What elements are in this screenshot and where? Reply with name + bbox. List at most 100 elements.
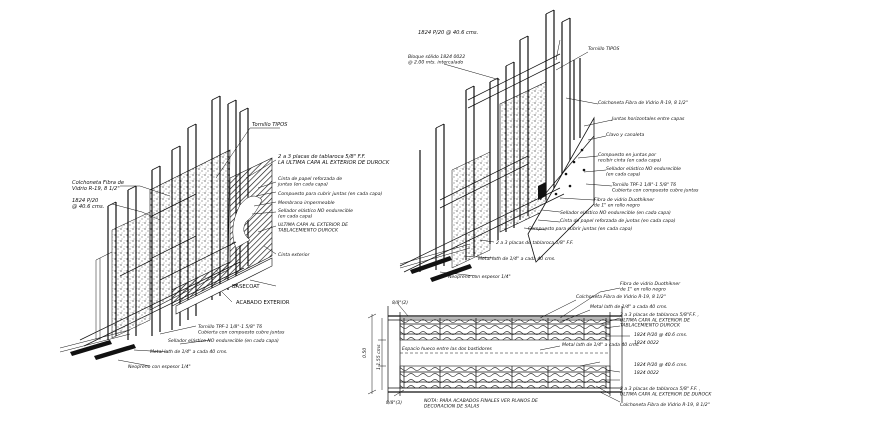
plan-bottom-insulation — [399, 365, 611, 389]
label-line: TABLACEMIENTO DUROCK — [278, 227, 339, 233]
right-labels: 1824 P/20 @ 40.6 cms. Bloque sólido 1824… — [408, 30, 699, 280]
label-r-sellador3: Sellador elástico NO endurecible (en cad… — [560, 209, 671, 216]
label-line: 2 a 3 placas de tablaroca 5/8"F.F. , — [620, 312, 699, 318]
right-screws — [554, 148, 586, 196]
label-p-colchoneta: Colchoneta Fibra de Vidrio R-19, 8 1/2" — [576, 294, 666, 300]
right-insulation — [499, 81, 547, 233]
label-p-dim-total: 0.50 — [362, 348, 368, 358]
label-r-compuesto2: Compuesto para cubrir juntas (en cada ca… — [528, 226, 633, 232]
label-line: (en cada capa) — [278, 213, 313, 219]
plan-top-insulation — [399, 317, 611, 341]
label-line: Tornillo TPF-1 1/8"-1 5/8" T6 — [612, 182, 676, 188]
label-line: Vidrio R-19, 8 1/2" — [72, 186, 120, 192]
label-r-sellador: Sellador elástico NO endurecible(en cada… — [606, 165, 681, 177]
label-line: Fibra de vidrio Duothikner — [620, 281, 681, 287]
plan-leaders — [393, 287, 630, 403]
label-p-placas: 2 a 3 placas de tablaroca 5/8"F.F. ,ULTI… — [620, 312, 699, 329]
left-wall-detail — [59, 95, 273, 360]
label-line: Tornillo TPF-1 1/8"-1 5/8" T6 — [198, 324, 262, 330]
label-line: ULTIMA CAPA AL EXTERIOR DE DUROCK — [620, 391, 712, 397]
label-r-tornillo: Tornillo TIPOS — [588, 46, 619, 52]
label-p-colchoneta2: Colchoneta Fibra de Vidrio R-19, 8 1/2" — [620, 402, 710, 408]
label-line: Cubierta con compuesto cubre juntas — [612, 187, 699, 193]
label-line: DECORACION DE SALAS — [424, 403, 479, 409]
label-r-metal: Metal lath de 1/4" a cada 40 cms. — [478, 256, 556, 262]
left-exterior-board — [171, 157, 273, 307]
label-line: 2 a 3 placas de tablaroca 5/8" F.F. — [278, 154, 366, 160]
label-line: @ 2.00 mts. intercalado — [408, 59, 463, 65]
label-p-perfil3: 1824 P/20 @ 40.6 cms. — [634, 362, 687, 368]
label-p-metal2: Metal lath de 1/4" a cada 40 cms. — [562, 342, 640, 348]
right-exterior-board — [527, 116, 595, 263]
left-leaders — [111, 127, 280, 367]
label-line: @ 40.6 cms. — [72, 204, 104, 210]
plan-section — [367, 306, 623, 402]
label-line: de 1" en rollo negro — [594, 202, 640, 208]
label-placas: 2 a 3 placas de tablaroca 5/8" F.F.LA UL… — [278, 154, 390, 166]
label-line: ULTIMA CAPA AL EXTERIOR DE — [278, 222, 348, 228]
label-acabado: ACABADO EXTERIOR — [236, 300, 290, 306]
label-r-bloque: Bloque sólido 1824 0022@ 2.00 mts. inter… — [408, 53, 465, 65]
label-line: (en cada capa) — [606, 171, 641, 177]
label-neopreno: Neopreno con espesor 1/4" — [128, 364, 191, 370]
label-p-espacio: Espacio hueco entre las dos bastidores — [402, 346, 492, 352]
label-perfil: 1824 P/20@ 40.6 cms. — [72, 198, 104, 210]
label-p-top-ref: 8/8"(2) — [392, 300, 408, 306]
left-basecoat — [175, 257, 273, 315]
label-r-cinta: Cinta de papel reforzada de juntas (en c… — [560, 218, 676, 224]
label-p-perfil4: 1824 0022 — [634, 370, 659, 376]
right-wall-detail — [399, 9, 595, 282]
label-basecoat: BASECOAT — [232, 284, 260, 290]
label-line: LA ULTIMA CAPA AL EXTERIOR DE DUROCK — [278, 160, 390, 166]
plan-studs — [403, 318, 607, 388]
label-line: recibir cinta (en cada capa) — [598, 157, 661, 163]
left-insulation-lower — [111, 211, 151, 339]
label-line: 2 a 3 placas de tablaroca 5/8" F.F. , — [620, 386, 700, 392]
label-line: Fibra de vidrio Duothikner — [594, 197, 655, 203]
label-line: NOTA: PARA ACABADOS FINALES VER PLANOS D… — [424, 398, 538, 404]
label-line: Bloque sólido 1824 0022 — [408, 53, 465, 60]
label-cinta-exterior: Cinta exterior — [278, 252, 311, 258]
label-r-placas: 2 a 3 placas de tablaroca 5/8" F.F. — [496, 240, 574, 246]
label-r-clavo: Clavo y canaleta — [606, 132, 644, 138]
label-p-dim-mid: 1 1.55 cms — [376, 344, 382, 370]
label-r-neopreno: Neopreno con espesor 1/4" — [448, 274, 511, 280]
label-tornillo-top: Tornillo TIPOS — [252, 122, 288, 128]
label-line: de 1" en rollo negro — [620, 286, 666, 292]
label-line: Compuesto en juntas por — [598, 152, 657, 158]
label-line: 1824 P/20 — [72, 198, 99, 204]
label-p-perfil2: 1824 0022 — [634, 340, 659, 346]
label-line: Sellador elástico NO endurecible — [606, 165, 681, 172]
label-r-juntas: Juntas horizontales entre capas — [611, 116, 685, 122]
label-metal: Metal lath de 1/4" a cada 40 cms. — [150, 349, 228, 355]
label-p-metal: Metal lath de 1/4" a cada 40 cms. — [590, 304, 668, 310]
label-sellador2: Sellador elástico NO endurecible (en cad… — [168, 337, 279, 344]
label-compuesto: Compuesto para cubrir juntas (en cada ca… — [278, 191, 383, 197]
label-membrana: Membrana impermeable — [278, 200, 335, 206]
label-p-nota: NOTA: PARA ACABADOS FINALES VER PLANOS D… — [424, 398, 538, 409]
label-sellador: Sellador elástico NO endurecible(en cada… — [278, 207, 353, 219]
right-insulation-lower — [451, 151, 491, 269]
label-line: Sellador elástico NO endurecible — [278, 207, 353, 214]
label-line: ULTIMA CAPA AL EXTERIOR DE — [620, 317, 690, 323]
label-p-placas2: 2 a 3 placas de tablaroca 5/8" F.F. ,ULT… — [620, 386, 712, 397]
label-line: TABLACEMIENTO DUROCK — [620, 323, 681, 329]
label-p-perfil: 1824 P/20 @ 40.6 cms. — [634, 332, 687, 338]
label-r-colchoneta: Colchoneta Fibra de Vidrio R-19, 8 1/2" — [598, 100, 688, 106]
label-p-bottom-ref: 8/8"(3) — [386, 400, 402, 406]
label-r-perfil-top: 1824 P/20 @ 40.6 cms. — [418, 30, 478, 36]
label-line: Colchoneta Fibra de — [72, 180, 124, 186]
label-line: Cinta de papel reforzada de — [278, 176, 342, 182]
right-neoprene — [410, 256, 472, 282]
